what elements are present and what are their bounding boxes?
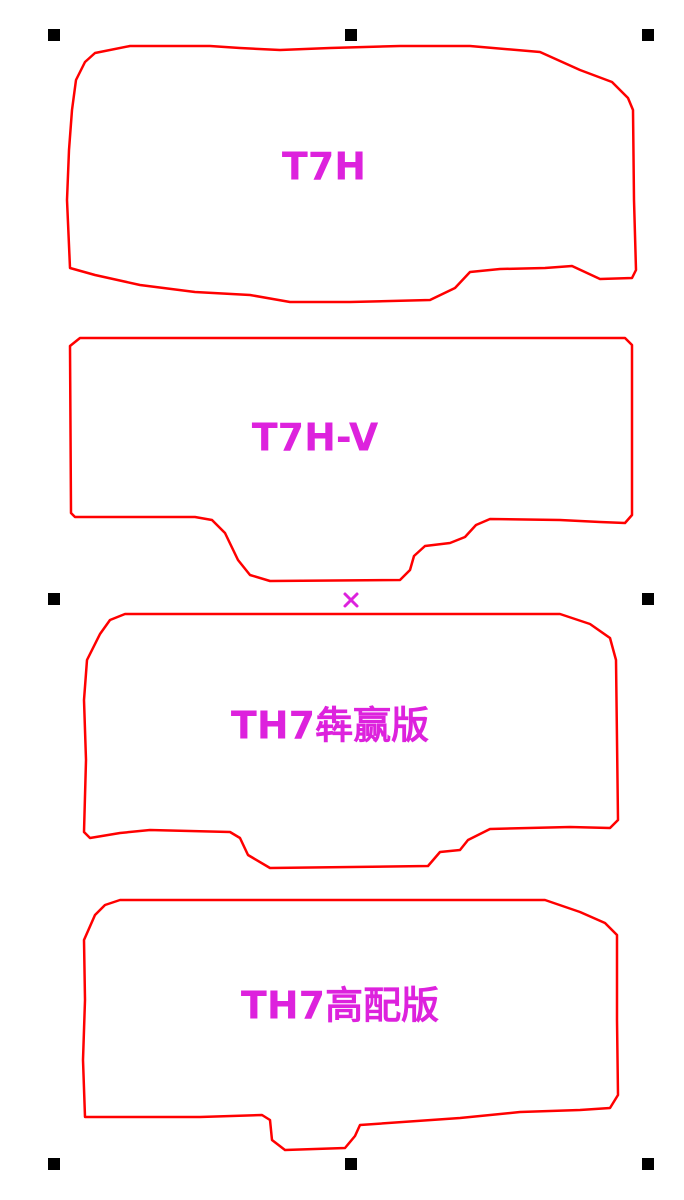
shape-th7-benying[interactable]: TH7犇赢版 [82, 612, 620, 870]
handle-top-right[interactable] [642, 29, 654, 41]
x-mark-icon[interactable] [343, 592, 359, 608]
handle-bottom-right[interactable] [642, 1158, 654, 1170]
shape-th7-gaopei-outline[interactable] [81, 898, 620, 1152]
handle-middle-left[interactable] [48, 593, 60, 605]
shape-th7-gaopei[interactable]: TH7高配版 [81, 898, 620, 1152]
handle-top-center[interactable] [345, 29, 357, 41]
shape-t7h-v[interactable]: T7H-V [68, 336, 634, 583]
shape-th7-gaopei-label: TH7高配版 [241, 984, 439, 1028]
shape-t7h-v-label: T7H-V [252, 416, 379, 460]
shape-t7h[interactable]: T7H [65, 44, 638, 304]
handle-middle-right[interactable] [642, 593, 654, 605]
handle-bottom-left[interactable] [48, 1158, 60, 1170]
shape-th7-benying-outline[interactable] [82, 612, 620, 870]
handle-top-left[interactable] [48, 29, 60, 41]
shape-t7h-v-outline[interactable] [68, 336, 634, 583]
shape-th7-benying-label: TH7犇赢版 [231, 704, 429, 748]
handle-bottom-center[interactable] [345, 1158, 357, 1170]
shape-t7h-outline[interactable] [65, 44, 638, 304]
shape-t7h-label: T7H [282, 145, 366, 189]
